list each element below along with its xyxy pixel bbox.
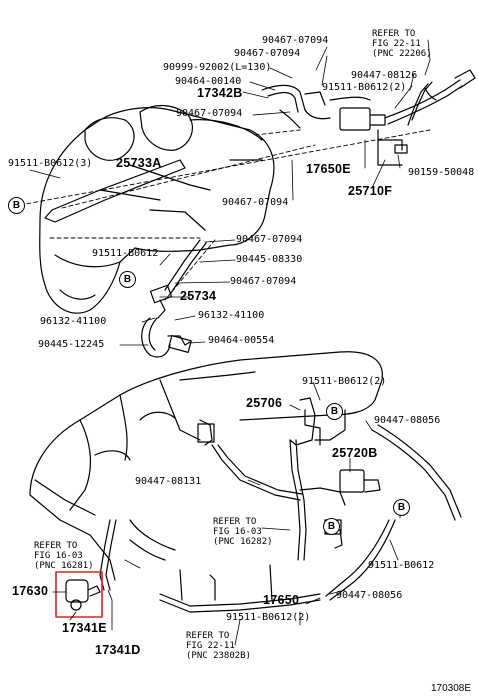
part-label-96132-41100-b: 96132-41100	[198, 310, 265, 321]
part-label-91511-b0612-2-mid: 91511-B0612(2)	[302, 376, 387, 387]
part-label-25706: 25706	[246, 396, 283, 410]
part-label-90464-00140: 90464-00140	[175, 76, 242, 87]
intake-manifold-lower	[29, 351, 383, 581]
part-label-91511-b0612-right: 91511-B0612	[368, 560, 435, 571]
part-label-91511-b0612-3: 91511-B0612(3)	[8, 158, 93, 169]
reference-marker-b: B	[119, 271, 136, 288]
part-label-90159-50048: 90159-50048	[408, 167, 475, 178]
part-label-90447-08056-a: 90447-08056	[374, 415, 441, 426]
part-label-90467-07094-c: 90467-07094	[176, 108, 243, 119]
part-label-90445-08330: 90445-08330	[236, 254, 303, 265]
part-label-90447-08056-b: 90447-08056	[336, 590, 403, 601]
part-label-91511-b0612-2-bot: 91511-B0612(2)	[226, 612, 311, 623]
refer-fig-22-11-pnc-22206: REFER TO FIG 22-11 (PNC 22206)	[372, 29, 432, 59]
dashed-leaders-top	[19, 129, 431, 301]
part-label-25710f: 25710F	[348, 184, 393, 198]
upper-hoses	[261, 69, 476, 166]
part-label-90467-07094-b: 90467-07094	[234, 48, 301, 59]
part-label-25733a: 25733A	[116, 156, 162, 170]
part-label-90447-08126: 90447-08126	[351, 70, 418, 81]
part-label-25720b: 25720B	[332, 446, 378, 460]
refer-fig-16-03-pnc-16282: REFER TO FIG 16-03 (PNC 16282)	[213, 517, 273, 547]
part-label-90445-12245: 90445-12245	[38, 339, 105, 350]
reference-marker-b: B	[8, 197, 25, 214]
part-label-90467-07094-e: 90467-07094	[236, 234, 303, 245]
refer-fig-22-11-pnc-23802b: REFER TO FIG 22-11 (PNC 23802B)	[186, 631, 252, 661]
reference-marker-b: B	[323, 518, 340, 535]
middle-hoses	[141, 239, 207, 358]
part-label-96132-41100-a: 96132-41100	[40, 316, 107, 327]
part-label-17650e: 17650E	[306, 162, 351, 176]
part-label-90467-07094-a: 90467-07094	[262, 35, 329, 46]
vsv-17630	[65, 579, 101, 611]
part-label-91511-b0612-2-top: 91511-B0612(2)	[322, 82, 407, 93]
part-label-90467-07094-d: 90467-07094	[222, 197, 289, 208]
part-label-90464-00554: 90464-00554	[208, 335, 275, 346]
part-label-17630: 17630	[12, 584, 49, 598]
reference-marker-b: B	[326, 403, 343, 420]
leader-lines	[29, 39, 431, 646]
bracket-25706	[289, 397, 316, 446]
highlight-box-17630	[55, 571, 103, 618]
reference-marker-b: B	[393, 499, 410, 516]
refer-fig-16-03-pnc-16281: REFER TO FIG 16-03 (PNC 16281)	[34, 541, 94, 571]
diagram-id: 170308E	[431, 683, 472, 694]
bracket-25733a	[44, 159, 186, 223]
part-label-25734: 25734	[180, 289, 217, 303]
part-label-17650: 17650	[263, 593, 300, 607]
part-label-17342b: 17342B	[197, 86, 243, 100]
intake-chamber-upper	[39, 105, 275, 314]
part-label-90467-07094-f: 90467-07094	[230, 276, 297, 287]
part-label-17341d: 17341D	[95, 643, 141, 657]
part-label-90999-92002: 90999-92002(L=130)	[163, 62, 272, 73]
part-label-90447-08131: 90447-08131	[135, 476, 202, 487]
part-label-91511-b0612-mid: 91511-B0612	[92, 248, 159, 259]
part-label-17341e: 17341E	[62, 621, 107, 635]
